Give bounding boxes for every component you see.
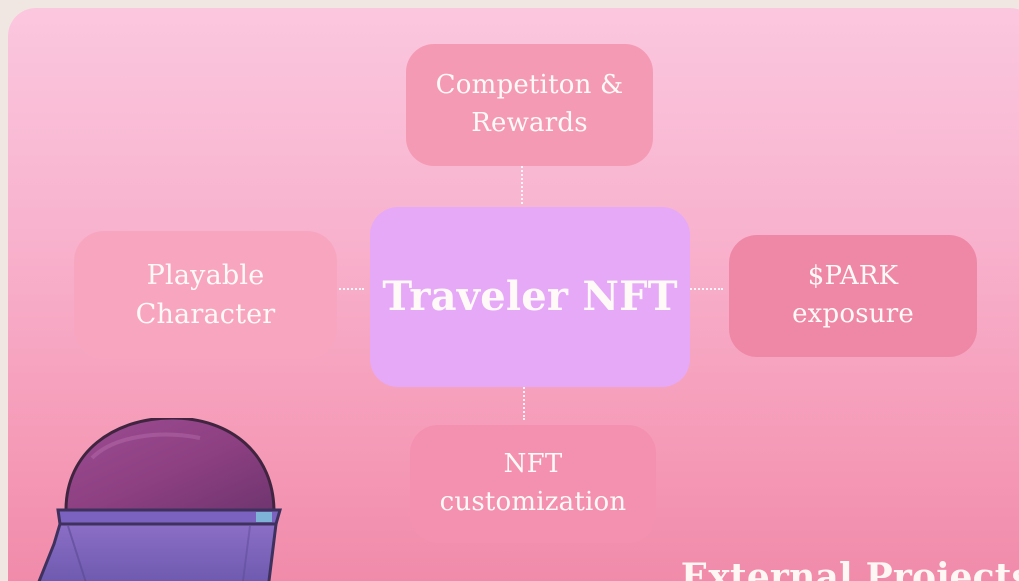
node-top-label: Competiton & Rewards xyxy=(435,70,624,138)
node-park-exposure: $PARK exposure xyxy=(729,235,977,357)
content-panel: Competiton & Rewards Playable Character … xyxy=(8,8,1019,581)
center-node-traveler-nft: Traveler NFT xyxy=(370,207,690,387)
connector-top xyxy=(521,158,523,204)
node-competition-rewards: Competiton & Rewards xyxy=(406,44,653,166)
connector-right xyxy=(683,288,723,290)
connector-left xyxy=(328,288,364,290)
center-node-label: Traveler NFT xyxy=(382,273,678,320)
node-left-label: Playable Character xyxy=(135,259,276,330)
node-bottom-label: NFT customization xyxy=(439,449,627,517)
node-nft-customization: NFT customization xyxy=(410,425,656,543)
external-projects-label: External Projects xyxy=(680,556,1019,581)
connector-bottom xyxy=(523,380,525,420)
character-helmet-icon xyxy=(37,418,282,581)
node-right-label: $PARK exposure xyxy=(792,261,914,329)
node-playable-character: Playable Character xyxy=(74,231,337,359)
